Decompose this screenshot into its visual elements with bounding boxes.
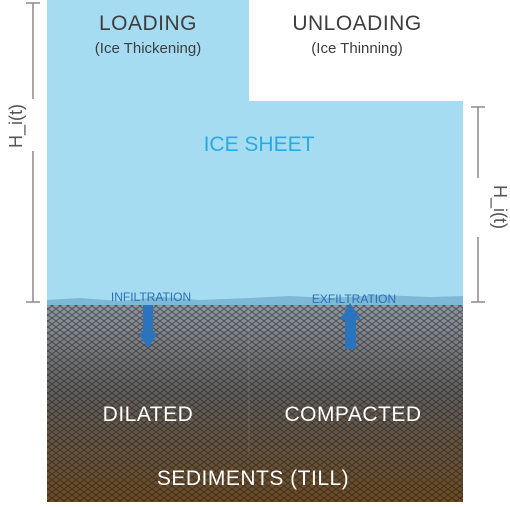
sediment-mesh-texture <box>47 305 463 502</box>
right-height-label: H_i(t) <box>489 185 510 229</box>
exfiltration-label: EXFILTRATION <box>311 292 397 306</box>
compacted-label: COMPACTED <box>284 403 422 426</box>
ice-unloading-column <box>249 101 463 305</box>
ice-loading-column <box>47 0 249 305</box>
unloading-title: UNLOADING <box>292 12 422 35</box>
infiltration-label: INFILTRATION <box>110 290 192 304</box>
ice-sheet-label: ICE SHEET <box>203 133 315 156</box>
loading-subtitle: (Ice Thickening) <box>94 40 202 57</box>
left-height-bracket <box>26 2 40 303</box>
sediments-label: SEDIMENTS (TILL) <box>156 467 350 490</box>
exfiltration-arrow <box>340 303 361 349</box>
infiltration-arrow <box>138 305 158 348</box>
right-height-bracket <box>471 106 485 303</box>
unloading-subtitle: (Ice Thinning) <box>311 40 403 57</box>
left-height-label: H_i(t) <box>6 104 27 148</box>
dilated-label: DILATED <box>102 403 194 426</box>
loading-title: LOADING <box>98 12 198 35</box>
